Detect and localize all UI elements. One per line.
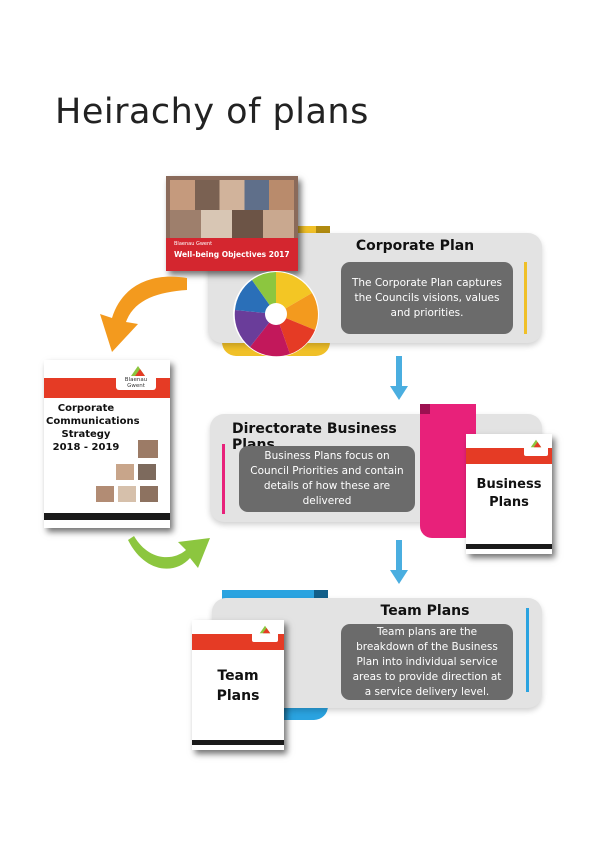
comms-footer [44, 513, 170, 520]
corporate-plan-cover: Blaenau Gwent Well-being Objectives 2017 [166, 176, 298, 271]
team-panel-accent [526, 608, 529, 692]
wheel-segment [276, 272, 312, 314]
directorate-plans-description: Business Plans focus on Council Prioriti… [239, 446, 415, 512]
corporate-plan-title: Corporate Plan [355, 238, 475, 254]
comms-photo [96, 486, 114, 502]
corporate-plan-description: The Corporate Plan captures the Councils… [341, 262, 513, 334]
logo-leaf-icon [530, 439, 542, 448]
comms-logo [116, 364, 156, 390]
directorate-panel-accent [222, 444, 225, 514]
logo-leaf-icon [131, 366, 145, 376]
directorate-ribbon-fold [420, 404, 430, 414]
wheel-segment [235, 280, 276, 314]
comms-photo [138, 464, 156, 480]
cover-title: Well-being Objectives 2017 [174, 250, 290, 259]
team-plans-title: Team Plans [380, 603, 470, 619]
comms-photo [138, 440, 158, 458]
wheel-segment [276, 314, 315, 354]
team-plans-description: Team plans are the breakdown of the Busi… [341, 624, 513, 700]
team-plans-document: Team Plans [192, 620, 284, 750]
photo-collage-row2 [170, 210, 294, 238]
wheel-segment [276, 293, 318, 330]
comms-photo [116, 464, 134, 480]
business-doc-footer [466, 544, 552, 549]
logo-leaf-icon [259, 625, 271, 634]
wellbeing-wheel [233, 271, 319, 357]
wheel-segment [250, 314, 290, 357]
comms-doc-title: Corporate Communications Strategy 2018 -… [46, 403, 140, 453]
down-arrow-icon [390, 540, 408, 584]
down-arrow-icon [390, 356, 408, 400]
business-doc-title: Business Plans [476, 477, 542, 510]
green-curved-arrow [128, 536, 210, 569]
business-plans-document: Business Plans [466, 434, 552, 554]
wheel-segment [234, 310, 276, 347]
wheel-segment [252, 272, 276, 314]
team-doc-footer [192, 740, 284, 745]
comms-org: Blaenau Gwent [124, 377, 148, 389]
team-doc-title: Team Plans [216, 668, 260, 704]
cover-org: Blaenau Gwent [174, 241, 213, 247]
orange-curved-arrow [100, 276, 187, 352]
comms-photo [140, 486, 158, 502]
page-title: Heirachy of plans [55, 92, 369, 132]
cover-band [166, 238, 298, 271]
communications-strategy-document: Blaenau Gwent Corporate Communications S… [44, 360, 170, 528]
comms-photo [118, 486, 136, 502]
corporate-panel-accent [524, 262, 527, 334]
